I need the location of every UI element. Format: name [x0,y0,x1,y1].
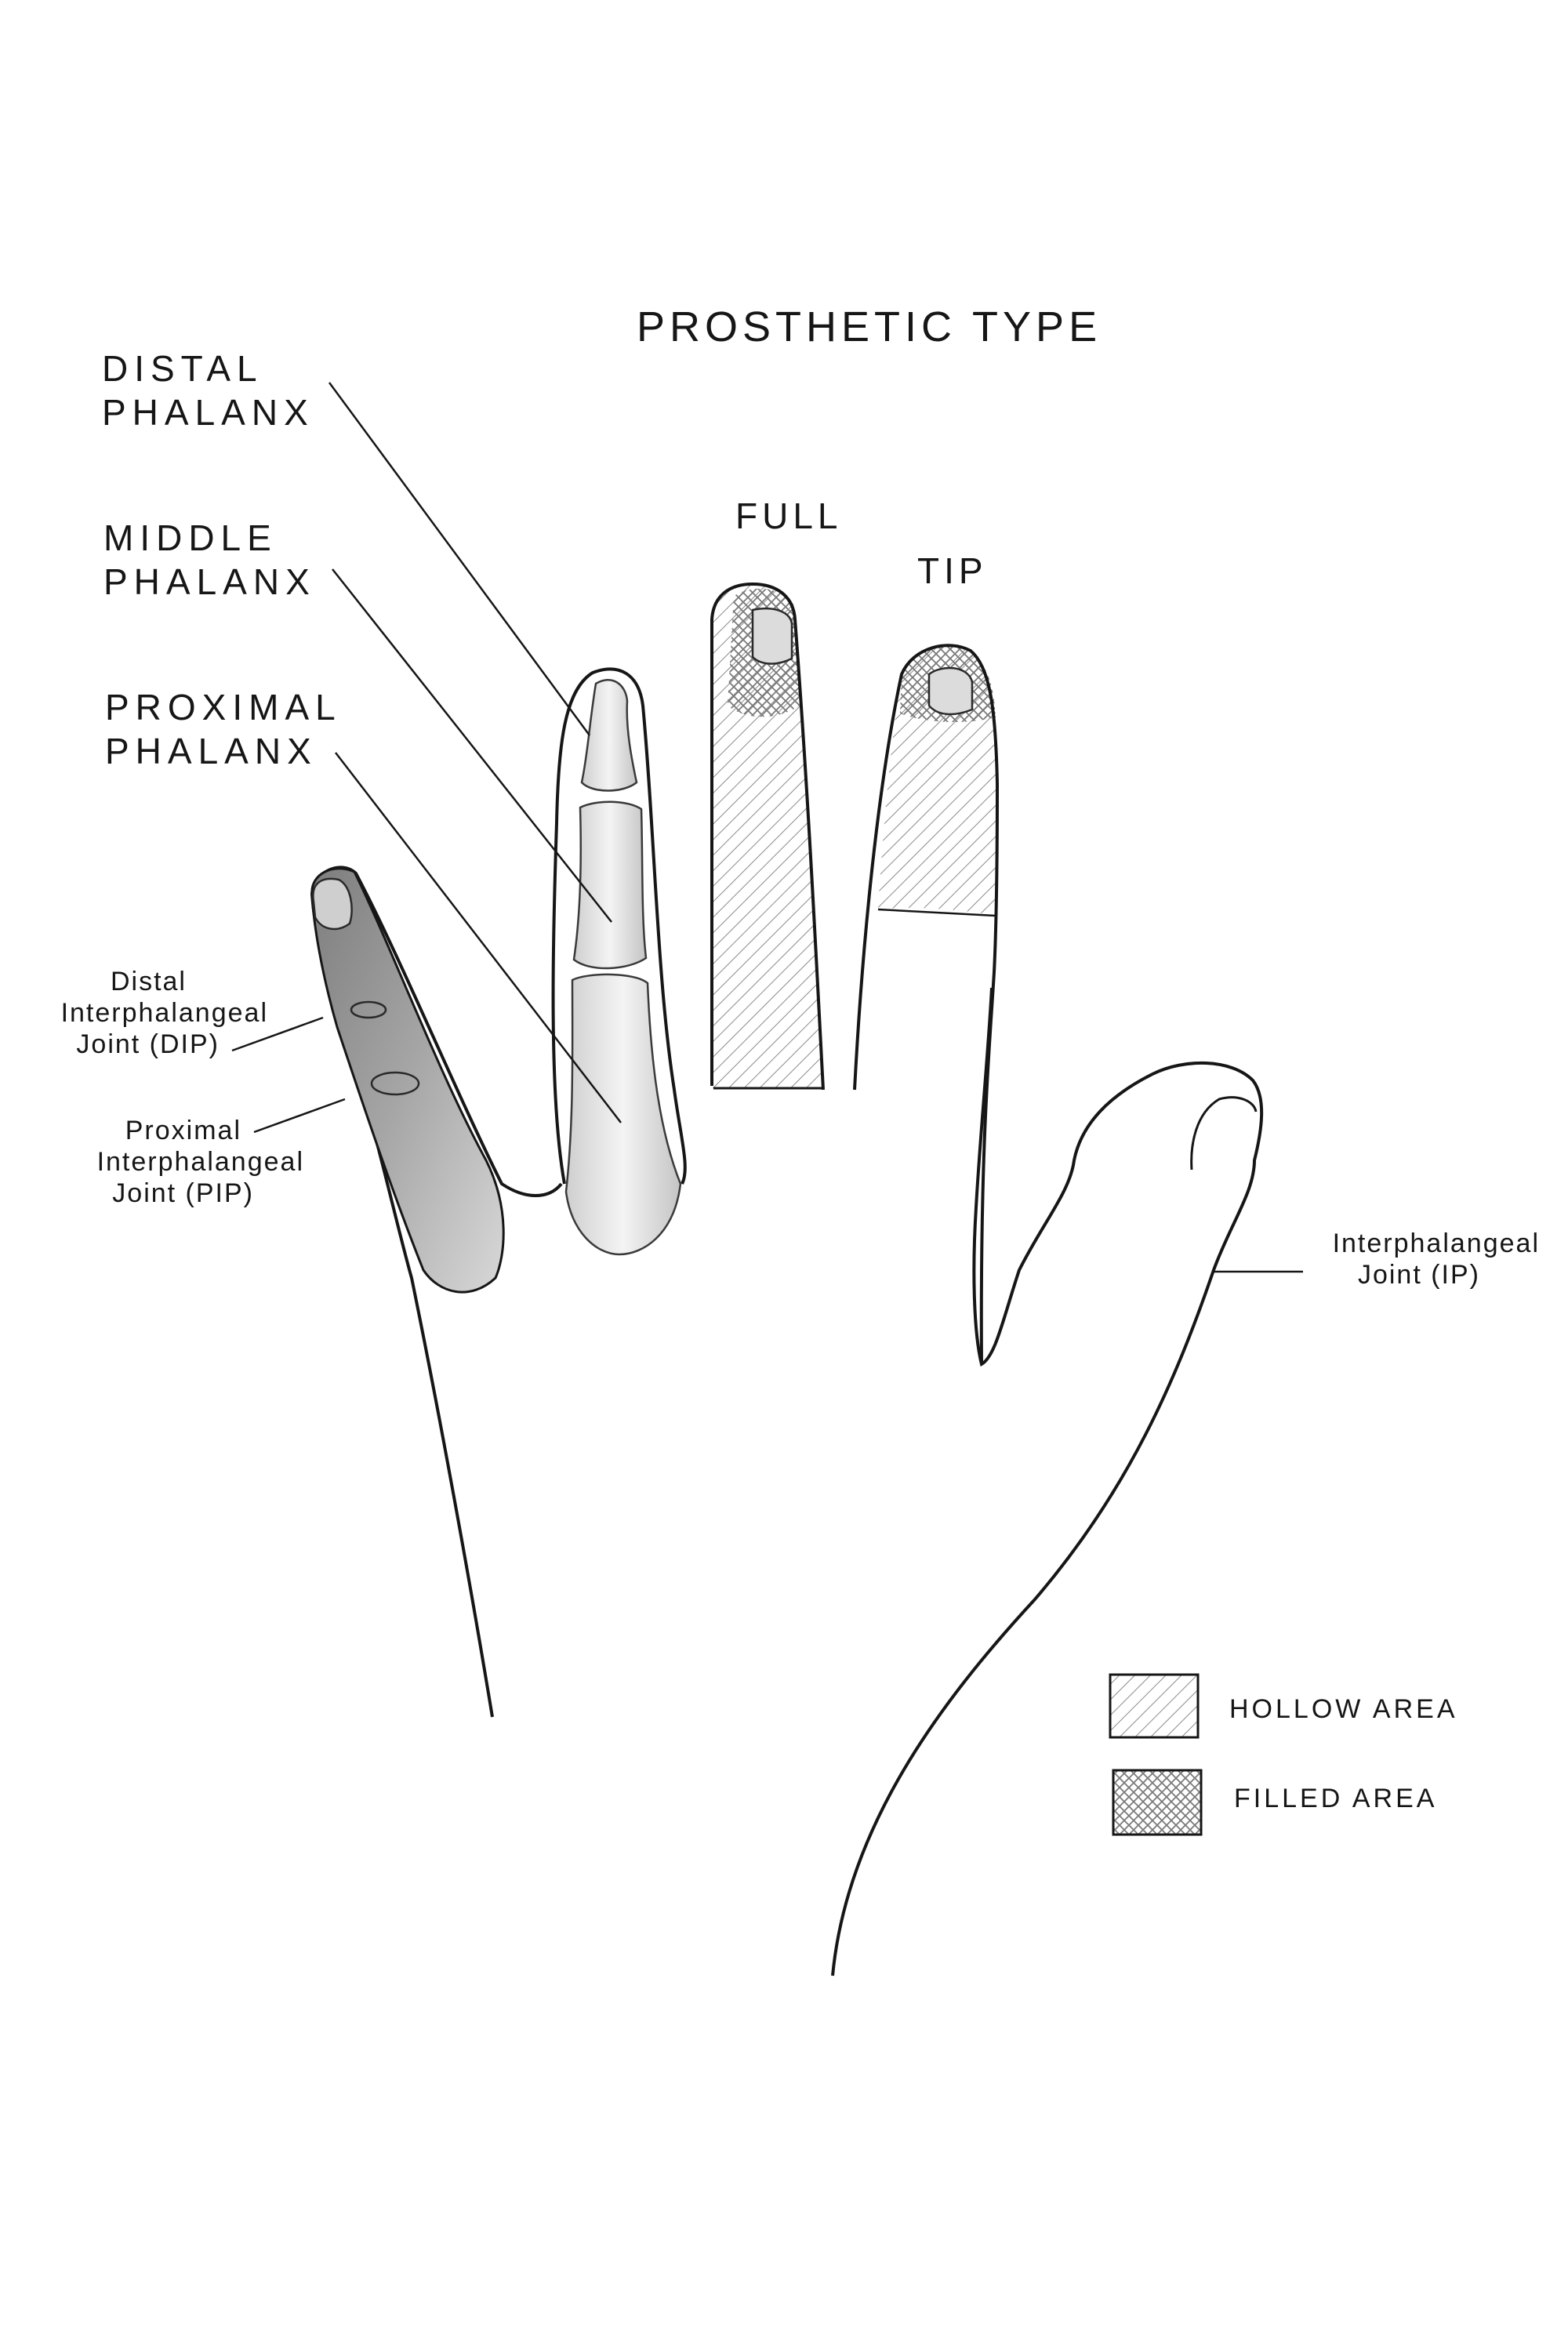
proximal-phalanx-leader [335,752,622,1123]
thumb-nail [1190,1096,1258,1171]
pip-joint-label-line2: Interphalangeal [96,1147,304,1177]
tip-type-label: TIP [917,550,988,591]
legend-swatch-hollow [1109,1673,1200,1739]
proximal-phalanx-bone [564,973,682,1256]
legend-swatch-filled [1112,1769,1203,1836]
middle-finger-skeleton [551,667,687,1256]
pip-joint-label: Proximal Interphalangeal Joint (PIP) [47,1115,304,1209]
ip-joint-label-line1: Interphalangeal [1332,1229,1540,1258]
dip-joint-label-line1: Distal [110,967,187,996]
full-prosthetic-finger [710,582,825,1091]
distal-phalanx-bone [580,679,638,792]
pip-joint-label-line3: Joint (PIP) [112,1178,254,1208]
ring-finger-shaded [310,867,505,1294]
legend-hollow-label: HOLLOW AREA [1229,1694,1458,1724]
ip-joint-label: Interphalangeal Joint (IP) [1281,1228,1540,1290]
full-type-label: FULL [735,495,843,536]
pip-joint-label-line1: Proximal [125,1116,241,1145]
tip-prosthetic-finger [853,644,1000,1365]
dip-joint-label-line3: Joint (DIP) [76,1029,220,1059]
middle-phalanx-leader [332,568,612,923]
palm-right-outline [831,987,1264,1976]
leader-lines [231,382,1303,1273]
legend-filled-label: FILLED AREA [1234,1784,1438,1813]
diagram-title: PROSTHETIC TYPE [637,303,1102,350]
middle-phalanx-label-line1: MIDDLE [103,517,278,558]
proximal-phalanx-label-line1: PROXIMAL [105,687,342,728]
pip-leader [253,1098,346,1134]
distal-phalanx-label-line1: DISTAL [102,348,263,389]
dip-joint-label: Distal Interphalangeal Joint (DIP) [16,966,268,1060]
proximal-phalanx-label-line2: PHALANX [105,731,318,771]
dip-leader [231,1016,324,1052]
middle-phalanx-label-line2: PHALANX [103,561,316,602]
distal-phalanx-leader [328,382,591,736]
ip-joint-label-line2: Joint (IP) [1357,1260,1480,1290]
distal-phalanx-label-line2: PHALANX [102,392,314,433]
middle-phalanx-label: MIDDLE PHALANX [103,516,316,604]
dip-joint-label-line2: Interphalangeal [60,998,268,1028]
proximal-phalanx-label: PROXIMAL PHALANX [105,685,342,773]
distal-phalanx-label: DISTAL PHALANX [102,347,314,434]
middle-phalanx-bone [572,800,648,970]
